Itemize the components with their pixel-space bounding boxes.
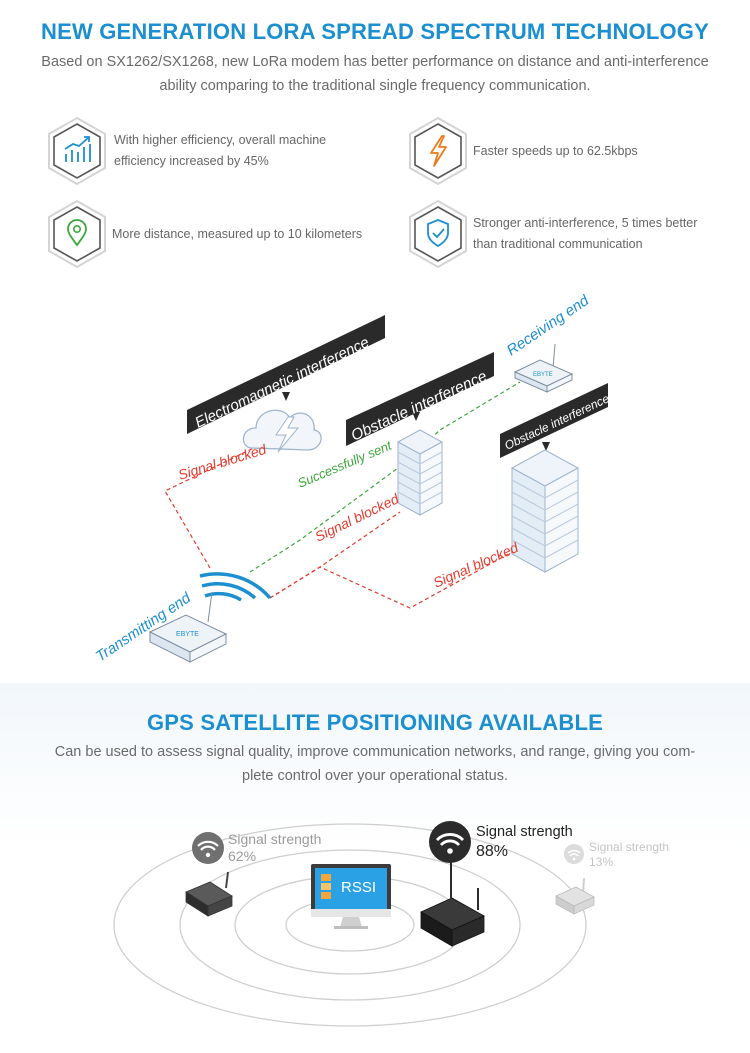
shield-check-icon (409, 199, 467, 269)
signal-strength-value-88: 88% (476, 843, 509, 860)
chart-bars-icon (48, 116, 106, 186)
feature-distance: More distance, measured up to 10 kilomet… (46, 199, 362, 269)
feature-anti-interference-text: Stronger anti-interference, 5 times bett… (473, 213, 697, 255)
monitor-rssi-label: RSSI (341, 879, 376, 896)
cloud-lightning-icon (242, 409, 322, 453)
feature-speed-line-1: Faster speeds up to 62.5kbps (473, 143, 638, 158)
signal-path-em-blocked (164, 443, 263, 569)
feature-anti-interference-line-2: than traditional communication (473, 237, 643, 251)
feature-speed-text: Faster speeds up to 62.5kbps (473, 141, 638, 162)
wifi-icon-13 (564, 844, 584, 864)
receiving-end-label: Receiving end (504, 292, 593, 360)
gps-section: GPS SATELLITE POSITIONING AVAILABLE Can … (0, 683, 750, 1053)
device-center (420, 862, 485, 947)
signal-path-large-obstacle-blocked (269, 551, 513, 609)
receiving-device: EBYTE (513, 343, 574, 393)
gps-subtitle-line-1: Can be used to assess signal quality, im… (54, 744, 696, 760)
building-small (396, 429, 444, 516)
feature-efficiency-text: With higher efficiency, overall machine … (114, 130, 326, 172)
feature-anti-interference-line-1: Stronger anti-interference, 5 times bett… (473, 216, 698, 230)
gps-title: GPS SATELLITE POSITIONING AVAILABLE (147, 710, 603, 735)
lora-interference-diagram: Electromagnetic interference Signal bloc… (93, 292, 612, 666)
signal-blocked-label-1: Signal blocked (176, 441, 269, 483)
feature-distance-text: More distance, measured up to 10 kilomet… (112, 224, 362, 245)
signal-blocked-label-2: Signal blocked (312, 490, 402, 545)
transmitting-device: EBYTE (148, 591, 228, 663)
feature-efficiency: With higher efficiency, overall machine … (46, 116, 326, 186)
lora-title: NEW GENERATION LORA SPREAD SPECTRUM TECH… (41, 19, 709, 44)
monitor-icon (311, 864, 391, 929)
lora-subtitle: Based on SX1262/SX1268, new LoRa modem h… (30, 50, 720, 98)
signal-strength-label-88: Signal strength (476, 824, 573, 840)
location-pin-icon (48, 199, 106, 269)
signal-strength-label-13: Signal strength (589, 840, 670, 854)
lora-subtitle-line-2: ability comparing to the traditional sin… (159, 78, 591, 94)
lora-section: NEW GENERATION LORA SPREAD SPECTRUM TECH… (30, 19, 720, 666)
lightning-icon (409, 116, 467, 186)
feature-efficiency-line-2: efficiency increased by 45% (114, 154, 269, 168)
device-left (185, 871, 233, 917)
feature-speed: Faster speeds up to 62.5kbps (407, 116, 638, 186)
signal-label-62: Signal strength 62% (228, 831, 321, 865)
signal-strength-value-62: 62% (228, 848, 257, 864)
gps-subtitle-line-2: plete control over your operational stat… (242, 768, 508, 784)
signal-strength-value-13: 13% (589, 855, 614, 869)
wifi-waves-icon (199, 572, 272, 602)
wifi-icon-62 (192, 832, 224, 864)
receiving-device-logo: EBYTE (533, 372, 553, 378)
signal-blocked-label-3: Signal blocked (431, 539, 522, 591)
obstacle-interference-label-2: Obstacle interference (502, 391, 611, 453)
feature-efficiency-line-1: With higher efficiency, overall machine (114, 133, 327, 147)
range-ring-outer (113, 823, 587, 1027)
obstacle-interference-banner-2: Obstacle interference (500, 383, 612, 458)
signal-path-success (249, 381, 521, 573)
transmitting-device-logo: EBYTE (176, 631, 199, 638)
wifi-icon-88 (429, 821, 471, 863)
signal-strength-label-62: Signal strength (228, 831, 322, 847)
device-right (555, 877, 595, 915)
feature-anti-interference: Stronger anti-interference, 5 times bett… (407, 199, 697, 269)
lora-subtitle-line-1: Based on SX1262/SX1268, new LoRa modem h… (41, 54, 709, 70)
building-large (510, 449, 580, 573)
range-ring-3 (179, 849, 521, 1001)
feature-distance-line-1: More distance, measured up to 10 kilomet… (112, 226, 363, 241)
gps-subtitle: Can be used to assess signal quality, im… (30, 740, 720, 788)
gps-signal-diagram: RSSI (113, 821, 595, 1027)
signal-label-88: Signal strength 88% (476, 823, 573, 861)
signal-label-13: Signal strength 13% (589, 840, 669, 870)
